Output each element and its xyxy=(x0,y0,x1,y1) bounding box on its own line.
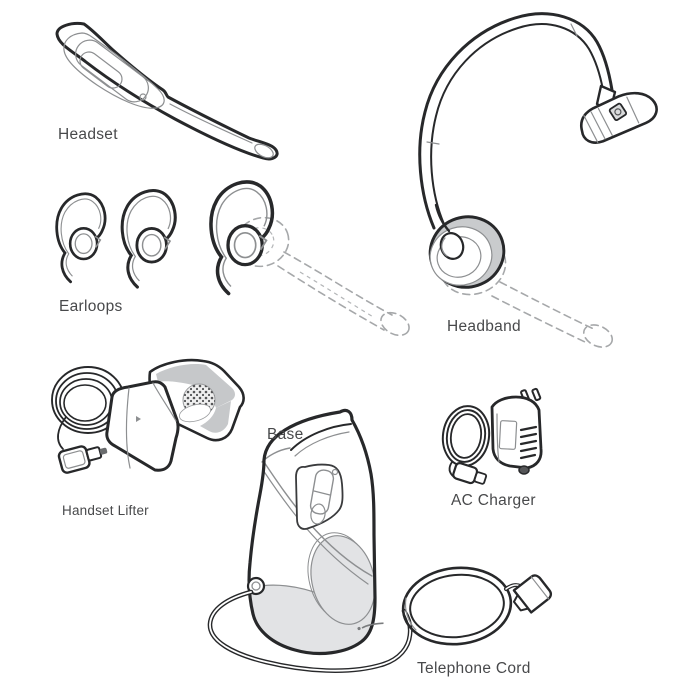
plantronics-logo-mark xyxy=(357,622,384,631)
rj11-plug xyxy=(512,574,553,614)
ac-charger-illustration: AC Charger xyxy=(441,387,543,509)
charger-adapter-body xyxy=(490,387,543,475)
earloop-large xyxy=(209,180,275,296)
headband-t-pad xyxy=(580,91,658,144)
headband-illustration: Headband xyxy=(418,12,658,348)
ac-charger-label: AC Charger xyxy=(451,492,536,509)
earloop-small xyxy=(55,192,107,284)
earloops-illustration: Earloops xyxy=(55,180,410,337)
base-illustration: Base xyxy=(207,408,413,673)
telephone-cord-illustration: Telephone Cord xyxy=(401,566,553,677)
lifter-body xyxy=(105,380,180,472)
base-cord xyxy=(207,589,413,673)
earloop-medium xyxy=(120,189,177,289)
headband-label: Headband xyxy=(447,318,521,335)
handset-lifter-illustration: Handset Lifter xyxy=(51,358,245,518)
headband-ear-cushion xyxy=(428,203,506,289)
charger-plug xyxy=(452,462,488,485)
headset-label: Headset xyxy=(58,126,118,143)
headset-illustration: Headset xyxy=(55,22,279,161)
base-headset-slot xyxy=(295,463,344,530)
handset-lifter-label: Handset Lifter xyxy=(62,503,149,518)
earloops-label: Earloops xyxy=(59,298,123,315)
lifter-plug xyxy=(57,445,108,474)
base-label: Base xyxy=(267,426,304,443)
telephone-cord-label: Telephone Cord xyxy=(417,660,531,677)
